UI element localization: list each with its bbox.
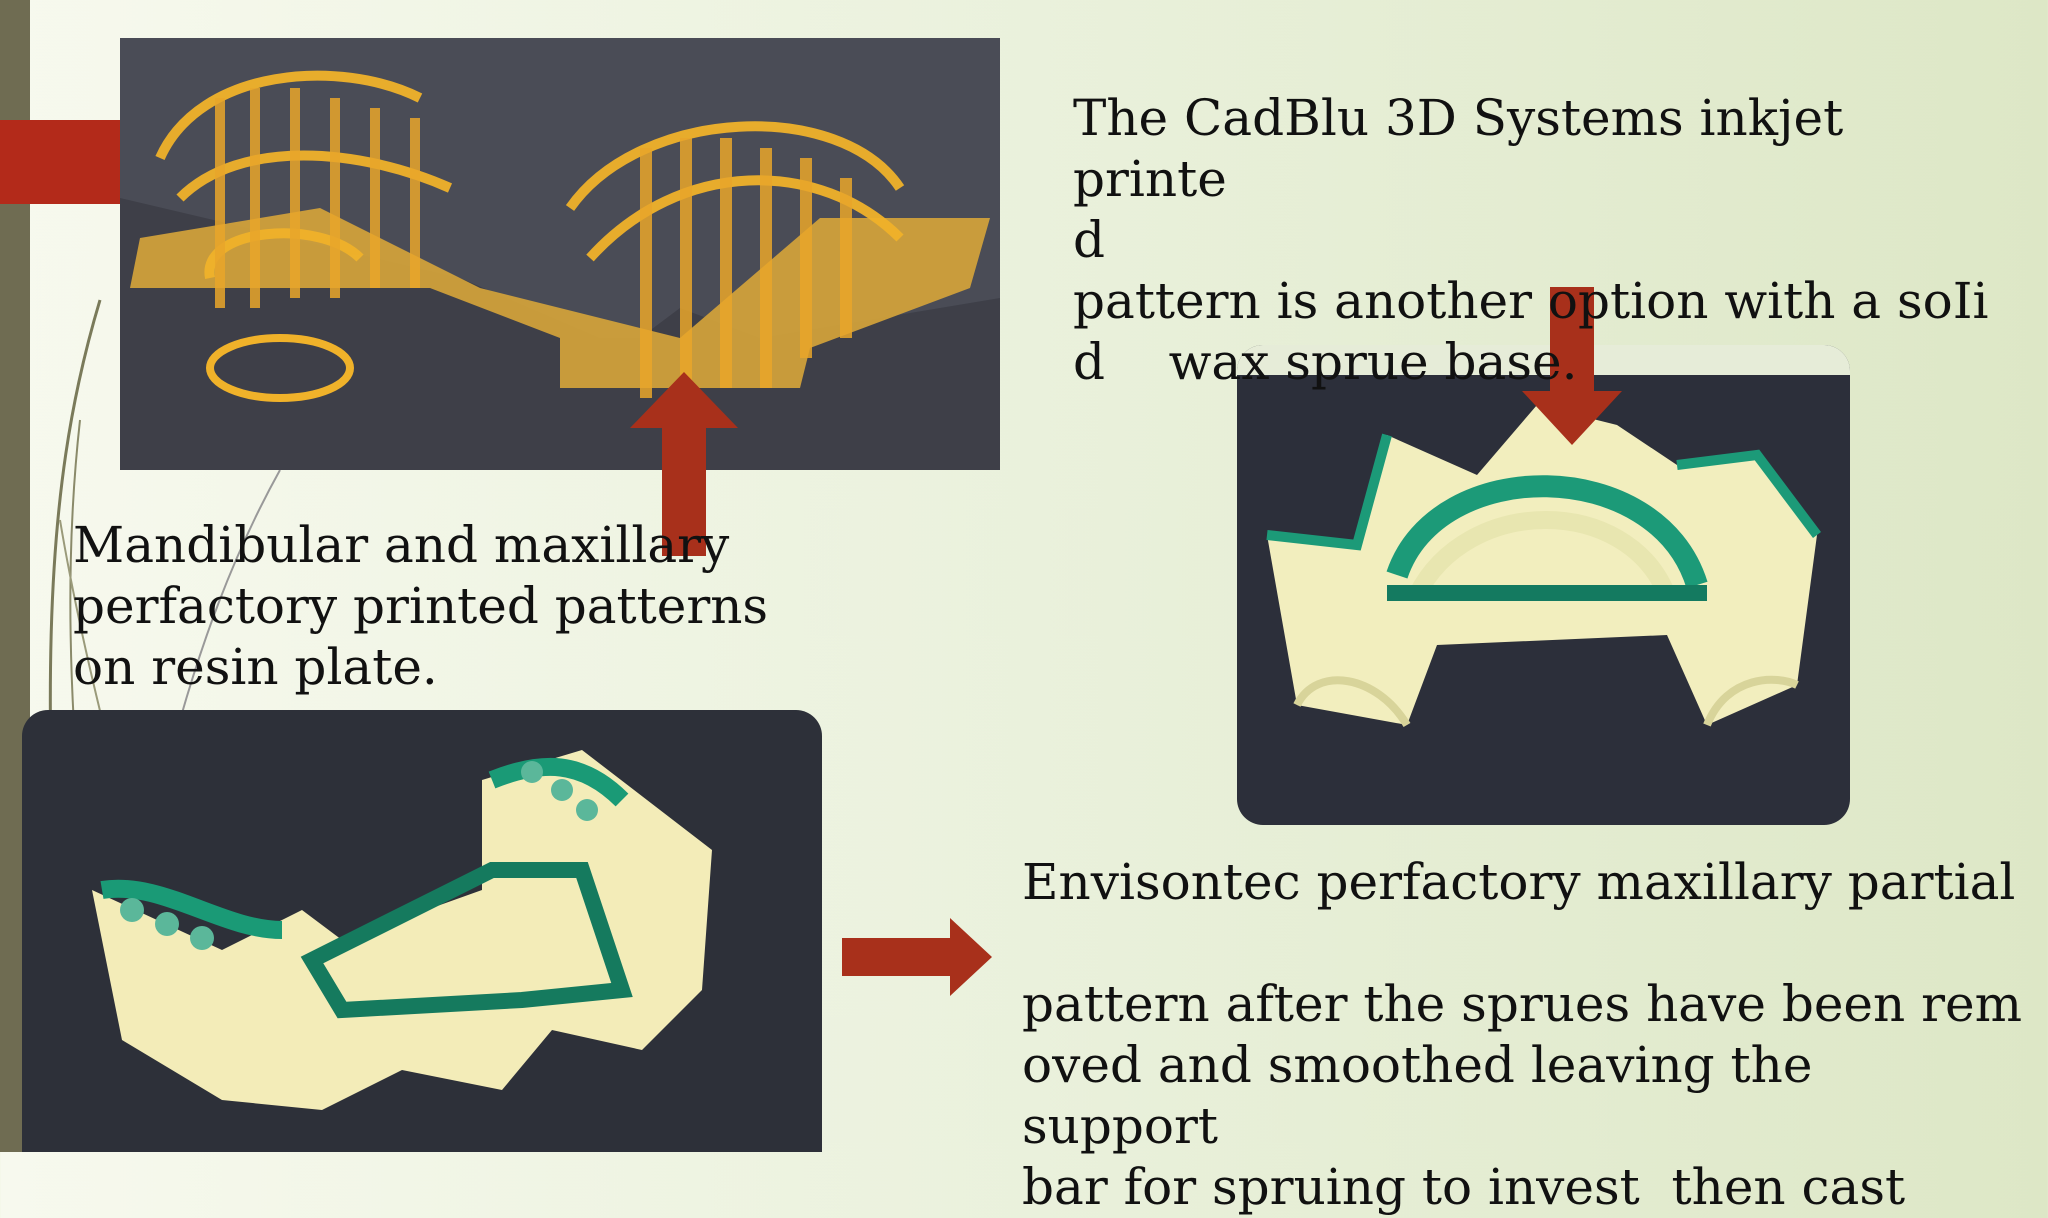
- arrow-up-to-resin-plate: [630, 372, 738, 556]
- photo-maxillary-partial-pattern: [22, 710, 822, 1152]
- caption-cadblu-inkjet: The CadBlu 3D Systems inkjet printe d pa…: [1073, 89, 1989, 391]
- caption-envisontec-partial: Envisontec perfactory maxillary partial …: [1022, 853, 2022, 1216]
- arrow-down-to-sprue-base: [1522, 287, 1622, 445]
- arrow-right-to-partial-pattern: [842, 918, 992, 996]
- photo-wax-sprue-base: [1237, 345, 1850, 825]
- caption-mandibular-maxillary: Mandibular and maxillary perfactory prin…: [73, 516, 769, 696]
- red-accent-block: [0, 120, 122, 204]
- photo-resin-patterns: [120, 38, 1000, 470]
